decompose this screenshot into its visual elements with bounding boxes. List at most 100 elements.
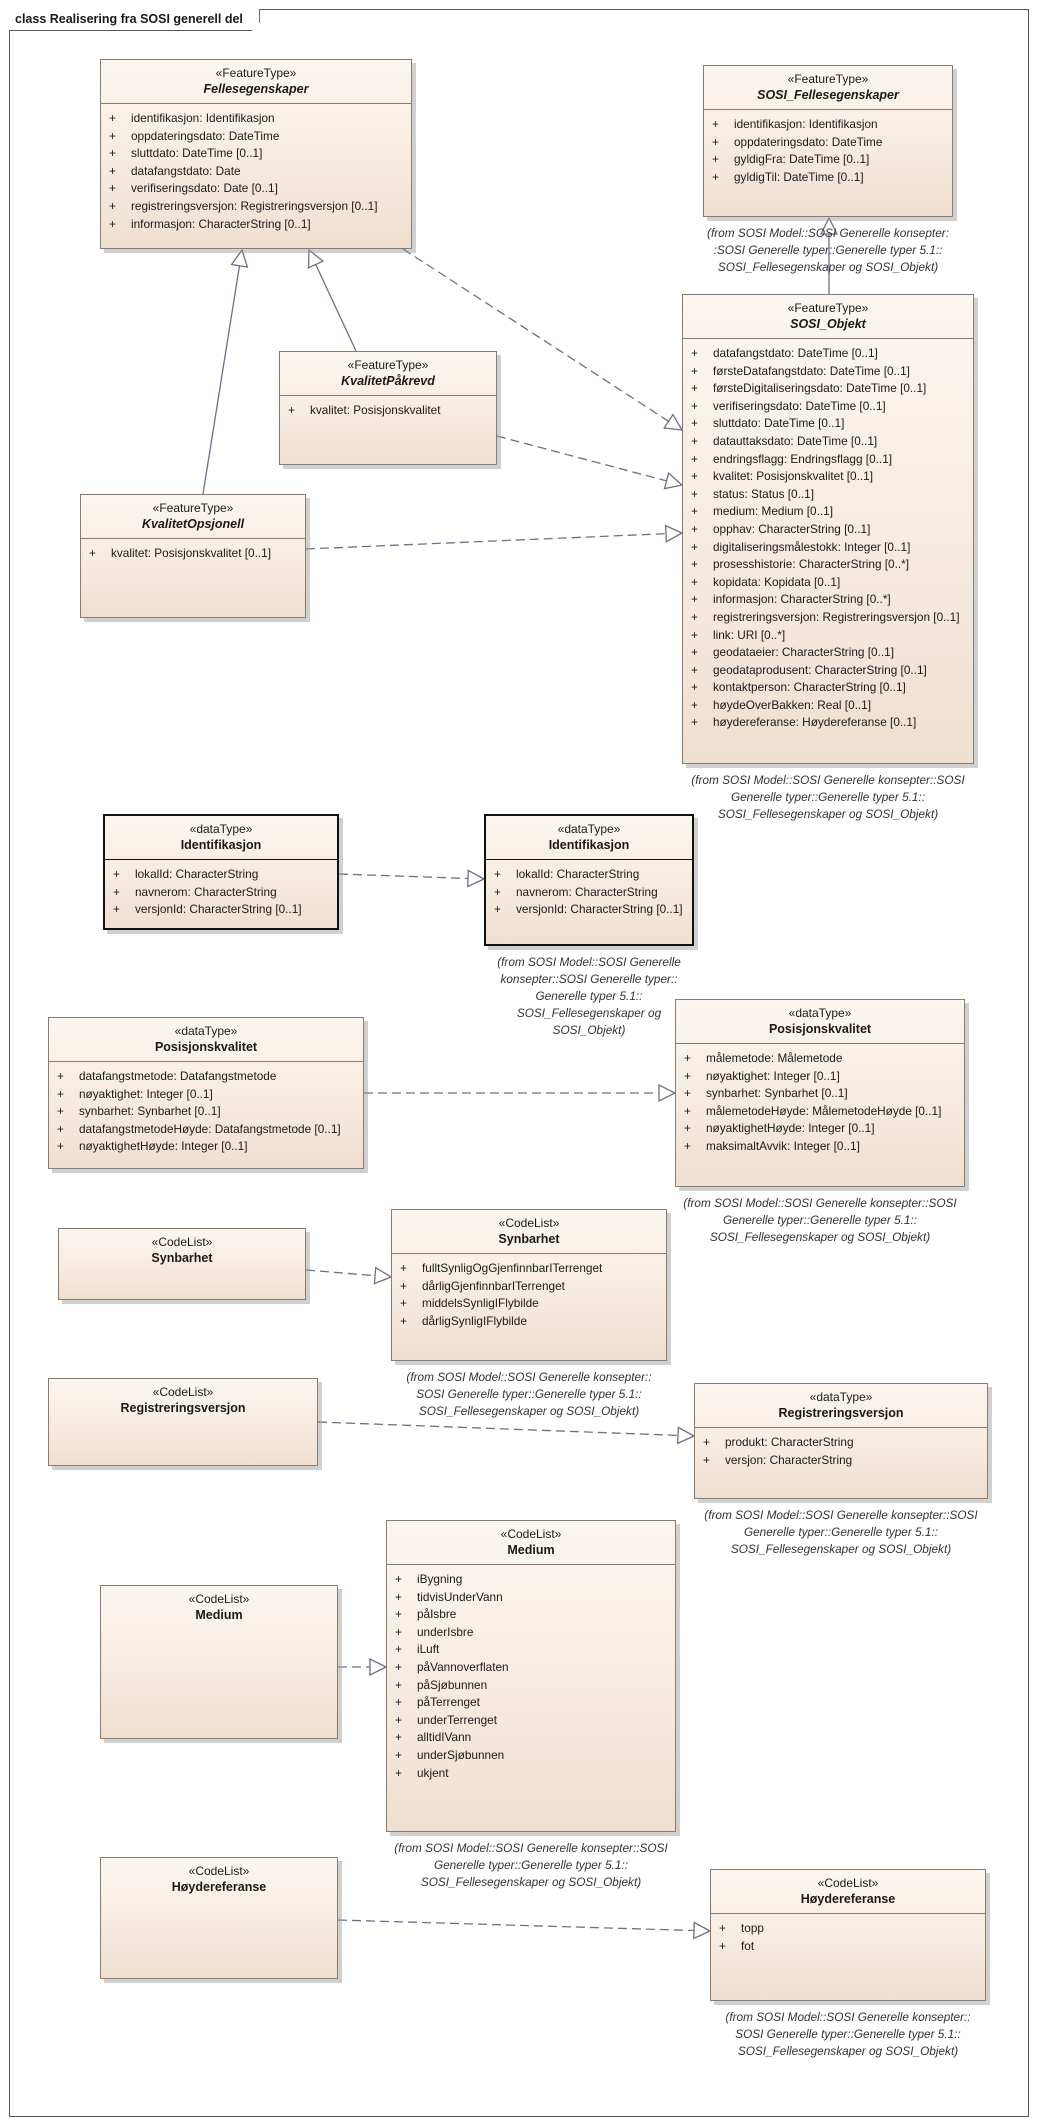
class-sosi-fellesegenskaper[interactable]: «FeatureType»SOSI_Fellesegenskaper+ident… [703, 65, 953, 217]
attribute-row[interactable]: +medium: Medium [0..1] [691, 503, 965, 521]
realization-posisjonskvalitet[interactable] [364, 1083, 677, 1103]
attribute-row[interactable]: +høydereferanse: Høydereferanse [0..1] [691, 714, 965, 732]
attribute-row[interactable]: +førsteDatafangstdato: DateTime [0..1] [691, 363, 965, 381]
attribute-row[interactable]: +opphav: CharacterString [0..1] [691, 521, 965, 539]
attribute-row[interactable]: +registreringsversjon: Registreringsvers… [109, 198, 403, 216]
attribute-row[interactable]: +påVannoverflaten [395, 1659, 667, 1677]
attribute-row[interactable]: +lokalId: CharacterString [494, 866, 684, 884]
attribute-row[interactable]: +topp [719, 1920, 977, 1938]
attribute-row[interactable]: +status: Status [0..1] [691, 486, 965, 504]
realization-pakrevd-to-sosi-objekt[interactable] [496, 435, 684, 490]
attribute-row[interactable]: +tidvisUnderVann [395, 1589, 667, 1607]
attribute-row[interactable]: +målemetode: Målemetode [684, 1050, 956, 1068]
attribute-row[interactable]: +datauttaksdato: DateTime [0..1] [691, 433, 965, 451]
realization-medium[interactable] [338, 1657, 388, 1677]
generalization-opsjonell-to-fellesegenskaper[interactable] [202, 248, 249, 495]
attribute-row[interactable]: +lokalId: CharacterString [113, 866, 329, 884]
attribute-row[interactable]: +versjon: CharacterString [703, 1452, 979, 1470]
class-posisjonskvalitet-local[interactable]: «dataType»Posisjonskvalitet+datafangstme… [48, 1017, 364, 1169]
attribute-row[interactable]: +navnerom: CharacterString [494, 884, 684, 902]
attribute-row[interactable]: +dårligSynligIFlybilde [400, 1313, 658, 1331]
class-posisjonskvalitet-sosi[interactable]: «dataType»Posisjonskvalitet+målemetode: … [675, 999, 965, 1187]
attribute-row[interactable]: +iLuft [395, 1641, 667, 1659]
attribute-row[interactable]: +synbarhet: Synbarhet [0..1] [684, 1085, 956, 1103]
attribute-row[interactable]: +fot [719, 1938, 977, 1956]
class-hoydereferanse-local[interactable]: «CodeList»Høydereferanse [100, 1857, 338, 1979]
generalization-pakrevd-to-fellesegenskaper[interactable] [307, 248, 357, 352]
attribute-row[interactable]: +datafangstmetodeHøyde: Datafangstmetode… [57, 1121, 355, 1139]
attribute-row[interactable]: +nøyaktighet: Integer [0..1] [57, 1086, 355, 1104]
generalization-sosi-objekt-to-sosi-fellesegenskaper[interactable] [819, 216, 839, 294]
attribute-row[interactable]: +oppdateringsdato: DateTime [712, 134, 944, 152]
attribute-row[interactable]: +datafangstmetode: Datafangstmetode [57, 1068, 355, 1086]
attribute-row[interactable]: +ukjent [395, 1765, 667, 1783]
attribute-row[interactable]: +sluttdato: DateTime [0..1] [691, 415, 965, 433]
attribute-row[interactable]: +datafangstdato: DateTime [0..1] [691, 345, 965, 363]
attribute-row[interactable]: +registreringsversjon: Registreringsvers… [691, 609, 965, 627]
attribute-row[interactable]: +informasjon: CharacterString [0..*] [691, 591, 965, 609]
attribute-row[interactable]: +verifiseringsdato: DateTime [0..1] [691, 398, 965, 416]
attribute-row[interactable]: +maksimaltAvvik: Integer [0..1] [684, 1138, 956, 1156]
attribute-row[interactable]: +påIsbre [395, 1606, 667, 1624]
attribute-row[interactable]: +informasjon: CharacterString [0..1] [109, 216, 403, 234]
attribute-row[interactable]: +påTerrenget [395, 1694, 667, 1712]
attribute-row[interactable]: +kvalitet: Posisjonskvalitet [0..1] [89, 545, 297, 563]
class-kvalitet-pakrevd[interactable]: «FeatureType»KvalitetPåkrevd+kvalitet: P… [279, 351, 497, 465]
realization-synbarhet[interactable] [305, 1266, 393, 1285]
attribute-row[interactable]: +fulltSynligOgGjenfinnbarITerrenget [400, 1260, 658, 1278]
attribute-row[interactable]: +geodataprodusent: CharacterString [0..1… [691, 662, 965, 680]
attribute-row[interactable]: +identifikasjon: Identifikasjon [109, 110, 403, 128]
attribute-row[interactable]: +kvalitet: Posisjonskvalitet [288, 402, 488, 420]
attribute-row[interactable]: +verifiseringsdato: Date [0..1] [109, 180, 403, 198]
class-synbarhet-local[interactable]: «CodeList»Synbarhet [58, 1228, 306, 1300]
attribute-row[interactable]: +gyldigFra: DateTime [0..1] [712, 151, 944, 169]
attribute-row[interactable]: +kvalitet: Posisjonskvalitet [0..1] [691, 468, 965, 486]
attribute-row[interactable]: +versjonId: CharacterString [0..1] [494, 901, 684, 919]
attribute-row[interactable]: +påSjøbunnen [395, 1677, 667, 1695]
attribute-row[interactable]: +middelsSynligIFlybilde [400, 1295, 658, 1313]
realization-opsjonell-to-sosi-objekt[interactable] [305, 524, 684, 550]
attribute-row[interactable]: +prosesshistorie: CharacterString [0..*] [691, 556, 965, 574]
attribute-row[interactable]: +førsteDigitaliseringsdato: DateTime [0.… [691, 380, 965, 398]
class-medium-sosi[interactable]: «CodeList»Medium+iBygning+tidvisUnderVan… [386, 1520, 676, 1832]
attribute-row[interactable]: +identifikasjon: Identifikasjon [712, 116, 944, 134]
realization-hoydereferanse[interactable] [337, 1919, 712, 1940]
attribute-row[interactable]: +underSjøbunnen [395, 1747, 667, 1765]
attribute-row[interactable]: +nøyaktighetHøyde: Integer [0..1] [57, 1138, 355, 1156]
class-medium-local[interactable]: «CodeList»Medium [100, 1585, 338, 1739]
attribute-row[interactable]: +dårligGjenfinnbarITerrenget [400, 1278, 658, 1296]
realization-identifikasjon[interactable] [338, 869, 486, 888]
attribute-row[interactable]: +digitaliseringsmålestokk: Integer [0..1… [691, 539, 965, 557]
attribute-row[interactable]: +underIsbre [395, 1624, 667, 1642]
class-synbarhet-sosi[interactable]: «CodeList»Synbarhet+fulltSynligOgGjenfin… [391, 1209, 667, 1361]
attribute-row[interactable]: +gyldigTil: DateTime [0..1] [712, 169, 944, 187]
attribute-row[interactable]: +høydeOverBakken: Real [0..1] [691, 697, 965, 715]
attribute-row[interactable]: +kontaktperson: CharacterString [0..1] [691, 679, 965, 697]
class-hoydereferanse-sosi[interactable]: «CodeList»Høydereferanse+topp+fot [710, 1869, 986, 2001]
attribute-row[interactable]: +alltidIVann [395, 1729, 667, 1747]
attribute-row[interactable]: +navnerom: CharacterString [113, 884, 329, 902]
class-sosi-objekt[interactable]: «FeatureType»SOSI_Objekt+datafangstdato:… [682, 294, 974, 764]
attribute-row[interactable]: +nøyaktighetHøyde: Integer [0..1] [684, 1120, 956, 1138]
class-fellesegenskaper[interactable]: «FeatureType»Fellesegenskaper+identifika… [100, 59, 412, 249]
attribute-row[interactable]: +nøyaktighet: Integer [0..1] [684, 1068, 956, 1086]
attribute-row[interactable]: +versjonId: CharacterString [0..1] [113, 901, 329, 919]
class-kvalitet-opsjonell[interactable]: «FeatureType»KvalitetOpsjonell+kvalitet:… [80, 494, 306, 618]
attribute-row[interactable]: +synbarhet: Synbarhet [0..1] [57, 1103, 355, 1121]
class-registreringsversjon-local[interactable]: «CodeList»Registreringsversjon [48, 1378, 318, 1466]
realization-fellesegenskaper-to-sosi-objekt[interactable] [402, 248, 684, 431]
attribute-row[interactable]: +sluttdato: DateTime [0..1] [109, 145, 403, 163]
class-registreringsversjon-sosi[interactable]: «dataType»Registreringsversjon+produkt: … [694, 1383, 988, 1499]
attribute-row[interactable]: +kopidata: Kopidata [0..1] [691, 574, 965, 592]
attribute-row[interactable]: +link: URI [0..*] [691, 627, 965, 645]
attribute-row[interactable]: +endringsflagg: Endringsflagg [0..1] [691, 451, 965, 469]
attribute-row[interactable]: +målemetodeHøyde: MålemetodeHøyde [0..1] [684, 1103, 956, 1121]
attribute-row[interactable]: +produkt: CharacterString [703, 1434, 979, 1452]
class-identifikasjon-local[interactable]: «dataType»Identifikasjon+lokalId: Charac… [103, 814, 339, 930]
attribute-row[interactable]: +datafangstdato: Date [109, 163, 403, 181]
attribute-row[interactable]: +oppdateringsdato: DateTime [109, 128, 403, 146]
attribute-row[interactable]: +geodataeier: CharacterString [0..1] [691, 644, 965, 662]
attribute-row[interactable]: +iBygning [395, 1571, 667, 1589]
attribute-row[interactable]: +underTerrenget [395, 1712, 667, 1730]
class-identifikasjon-sosi[interactable]: «dataType»Identifikasjon+lokalId: Charac… [484, 814, 694, 946]
